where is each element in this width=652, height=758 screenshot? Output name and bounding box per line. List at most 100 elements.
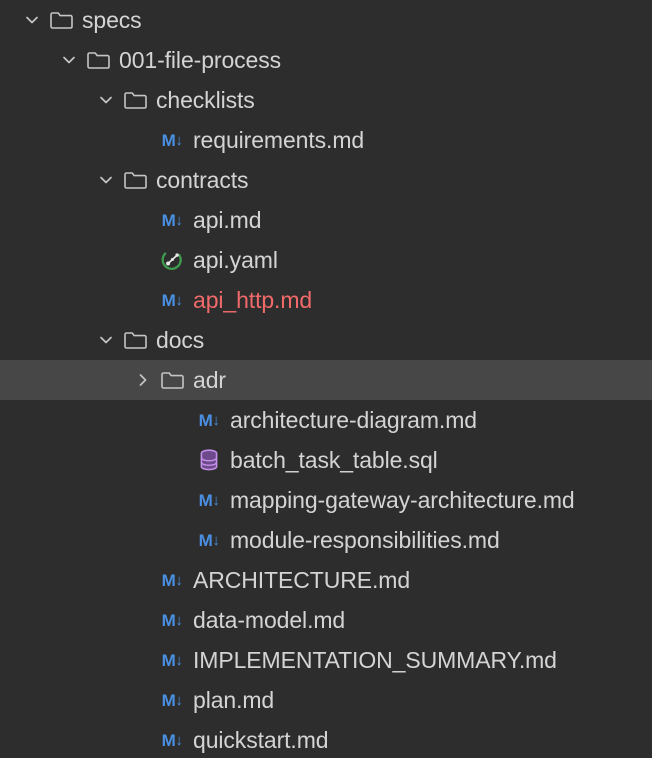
markdown-icon: M↓ (157, 566, 187, 594)
file-name-label: IMPLEMENTATION_SUMMARY.md (193, 646, 557, 673)
markdown-icon-letter: M (161, 610, 176, 630)
markdown-icon-letter: M (161, 690, 176, 710)
markdown-icon: M↓ (157, 726, 187, 754)
indent-spacer (0, 620, 129, 621)
file-name-label: quickstart.md (193, 726, 329, 753)
markdown-icon: M↓ (157, 606, 187, 634)
indent-spacer (0, 100, 92, 101)
indent-spacer (0, 700, 129, 701)
file-name-label: api.md (193, 206, 262, 233)
markdown-icon-glyph: M↓ (162, 612, 183, 629)
indent-spacer (0, 300, 129, 301)
chevron-right-icon[interactable] (129, 366, 157, 394)
markdown-icon-glyph: M↓ (162, 652, 183, 669)
file-name-label: ARCHITECTURE.md (193, 566, 411, 593)
tree-row-file[interactable]: M↓ api.md (0, 200, 652, 240)
markdown-icon: M↓ (157, 686, 187, 714)
markdown-icon-arrow: ↓ (175, 131, 183, 149)
chevron-down-icon[interactable] (92, 166, 120, 194)
twisty-placeholder (129, 726, 157, 754)
tree-row-folder[interactable]: contracts (0, 160, 652, 200)
markdown-icon-glyph: M↓ (162, 572, 183, 589)
file-name-label: batch_task_table.sql (230, 446, 438, 473)
file-name-label: plan.md (193, 686, 275, 713)
folder-icon (120, 326, 150, 354)
tree-row-folder[interactable]: checklists (0, 80, 652, 120)
indent-spacer (0, 20, 18, 21)
markdown-icon-glyph: M↓ (199, 532, 220, 549)
file-name-label: architecture-diagram.md (230, 406, 477, 433)
tree-row-folder[interactable]: adr (0, 360, 652, 400)
markdown-icon-letter: M (161, 210, 176, 230)
tree-row-file[interactable]: M↓ IMPLEMENTATION_SUMMARY.md (0, 640, 652, 680)
indent-spacer (0, 140, 129, 141)
markdown-icon-glyph: M↓ (199, 492, 220, 509)
tree-row-folder[interactable]: docs (0, 320, 652, 360)
tree-row-file[interactable]: M↓ requirements.md (0, 120, 652, 160)
twisty-placeholder (166, 406, 194, 434)
twisty-placeholder (129, 646, 157, 674)
chevron-down-icon[interactable] (92, 326, 120, 354)
markdown-icon: M↓ (194, 406, 224, 434)
markdown-icon-letter: M (161, 730, 176, 750)
folder-name-label: adr (193, 366, 226, 393)
markdown-icon-arrow: ↓ (212, 531, 220, 549)
tree-row-file[interactable]: M↓ ARCHITECTURE.md (0, 560, 652, 600)
tree-row-file[interactable]: M↓ architecture-diagram.md (0, 400, 652, 440)
markdown-icon-letter: M (161, 290, 176, 310)
markdown-icon-arrow: ↓ (175, 291, 183, 309)
file-name-label: mapping-gateway-architecture.md (230, 486, 575, 513)
folder-icon (46, 6, 76, 34)
markdown-icon: M↓ (194, 526, 224, 554)
tree-row-file[interactable]: M↓ module-responsibilities.md (0, 520, 652, 560)
file-name-label: api_http.md (193, 286, 313, 313)
tree-row-file[interactable]: M↓ mapping-gateway-architecture.md (0, 480, 652, 520)
folder-name-label: contracts (156, 166, 249, 193)
twisty-placeholder (129, 606, 157, 634)
markdown-icon-glyph: M↓ (162, 212, 183, 229)
tree-row-file[interactable]: M↓ api_http.md (0, 280, 652, 320)
markdown-icon-letter: M (198, 410, 213, 430)
twisty-placeholder (129, 286, 157, 314)
markdown-icon-arrow: ↓ (175, 571, 183, 589)
twisty-placeholder (129, 686, 157, 714)
markdown-icon-letter: M (198, 530, 213, 550)
indent-spacer (0, 220, 129, 221)
twisty-placeholder (166, 486, 194, 514)
chevron-down-icon[interactable] (92, 86, 120, 114)
markdown-icon-arrow: ↓ (175, 731, 183, 749)
file-name-label: data-model.md (193, 606, 346, 633)
tree-row-file[interactable]: batch_task_table.sql (0, 440, 652, 480)
tree-row-file[interactable]: M↓ plan.md (0, 680, 652, 720)
markdown-icon-arrow: ↓ (212, 491, 220, 509)
tree-row-file[interactable]: M↓quickstart.md (0, 720, 652, 758)
tree-row-folder[interactable]: specs (0, 0, 652, 40)
chevron-down-icon[interactable] (18, 6, 46, 34)
twisty-placeholder (166, 446, 194, 474)
folder-name-label: docs (156, 326, 205, 353)
markdown-icon: M↓ (157, 126, 187, 154)
markdown-icon-arrow: ↓ (175, 651, 183, 669)
markdown-icon-glyph: M↓ (199, 412, 220, 429)
indent-spacer (0, 540, 166, 541)
folder-icon (120, 86, 150, 114)
markdown-icon-arrow: ↓ (212, 411, 220, 429)
sql-database-icon (194, 446, 224, 474)
file-name-label: module-responsibilities.md (230, 526, 500, 553)
openapi-icon (157, 246, 187, 274)
tree-row-folder[interactable]: 001-file-process (0, 40, 652, 80)
markdown-icon-glyph: M↓ (162, 692, 183, 709)
tree-row-file[interactable]: api.yaml (0, 240, 652, 280)
indent-spacer (0, 460, 166, 461)
indent-spacer (0, 260, 129, 261)
markdown-icon-letter: M (161, 650, 176, 670)
tree-row-file[interactable]: M↓ data-model.md (0, 600, 652, 640)
file-name-label: requirements.md (193, 126, 365, 153)
markdown-icon-glyph: M↓ (162, 292, 183, 309)
twisty-placeholder (129, 206, 157, 234)
chevron-down-icon[interactable] (55, 46, 83, 74)
markdown-icon-letter: M (161, 130, 176, 150)
twisty-placeholder (129, 126, 157, 154)
markdown-icon-glyph: M↓ (162, 132, 183, 149)
